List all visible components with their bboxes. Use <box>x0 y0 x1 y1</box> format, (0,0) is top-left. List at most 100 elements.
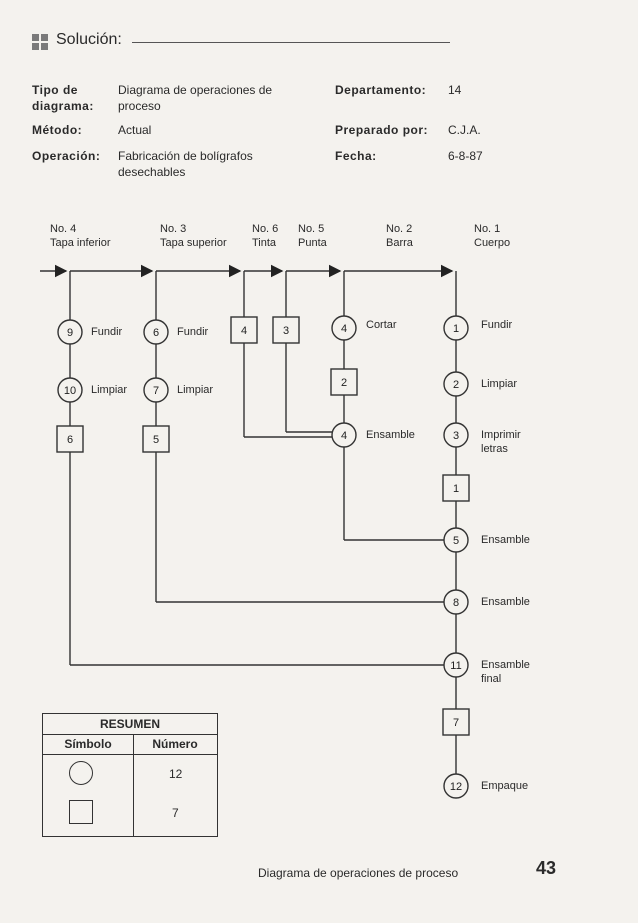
inspection-square <box>272 316 300 344</box>
op-label-ensamble: Ensamble <box>366 429 415 441</box>
departamento-value: 14 <box>448 83 462 97</box>
column-name: Barra <box>386 237 413 249</box>
op-label-line: final <box>481 673 502 685</box>
fecha-label: Fecha: <box>335 149 377 163</box>
inspection-square <box>56 425 84 453</box>
column-name: Tapa superior <box>160 237 227 249</box>
operation-number: 6 <box>153 327 159 339</box>
operation-circle <box>443 652 469 678</box>
preparado-value: C.J.A. <box>448 123 481 137</box>
inspection-number: 3 <box>283 325 289 337</box>
operation-number: 7 <box>153 385 159 397</box>
summary-col-number: Número <box>152 737 198 751</box>
op-label-limpiar: Limpiar <box>177 384 214 396</box>
operation-number: 1 <box>453 323 459 335</box>
column-name: Tapa inferior <box>50 237 111 249</box>
summary-title: RESUMEN <box>43 714 217 735</box>
operation-number: 3 <box>453 430 459 442</box>
op-label-ensamble-final: Ensamble final <box>481 658 530 686</box>
operation-number: 8 <box>453 597 459 609</box>
inspection-square <box>230 316 258 344</box>
op-label-limpiar: Limpiar <box>91 384 128 396</box>
column-heading-tinta: No. 6 Tinta <box>252 222 278 250</box>
inspection-number: 4 <box>241 325 247 337</box>
departamento-label: Departamento: <box>335 83 427 97</box>
column-number: No. 3 <box>160 223 187 235</box>
op-label-line: Ensamble <box>481 659 530 671</box>
metodo-value: Actual <box>118 123 152 137</box>
operation-circle <box>443 371 469 397</box>
preparado-label: Preparado por: <box>335 123 429 137</box>
fecha-value: 6-8-87 <box>448 149 483 163</box>
column-name: Tinta <box>252 237 277 249</box>
op-label-fundir: Fundir <box>177 326 209 338</box>
operation-number: 4 <box>341 430 347 442</box>
inspection-square <box>442 708 470 736</box>
square-count: 7 <box>172 806 179 820</box>
op-label-line: letras <box>481 443 508 455</box>
page-number: 43 <box>536 858 557 878</box>
column-name: Punta <box>298 237 327 249</box>
operacion-label: Operación: <box>32 149 101 163</box>
column-name: Cuerpo <box>474 237 511 249</box>
solution-grid-icon <box>32 34 48 50</box>
operation-number: 5 <box>453 535 459 547</box>
column-number: No. 2 <box>386 223 413 235</box>
operation-circle <box>143 377 169 403</box>
operation-circle <box>443 527 469 553</box>
inspection-number: 7 <box>453 717 459 729</box>
operation-number: 9 <box>67 327 73 339</box>
inspection-square <box>330 368 358 396</box>
op-label-limpiar: Limpiar <box>481 378 518 390</box>
operation-circle <box>443 422 469 448</box>
operation-circle <box>143 319 169 345</box>
column-heading-punta: No. 5 Punta <box>298 222 327 250</box>
op-label-fundir: Fundir <box>481 319 513 331</box>
inspection-number: 1 <box>453 483 459 495</box>
footer-caption: Diagrama de operaciones de proceso <box>258 866 459 880</box>
column-number: No. 1 <box>474 223 501 235</box>
operation-circle <box>331 315 357 341</box>
summary-table: RESUMEN Símbolo Número 12 7 <box>42 713 218 837</box>
op-label-cortar: Cortar <box>366 319 397 331</box>
column-heading-barra: No. 2 Barra <box>386 222 413 250</box>
inspection-number: 2 <box>341 377 347 389</box>
inspection-square <box>142 425 170 453</box>
op-label-empaque: Empaque <box>481 780 529 792</box>
op-label-fundir: Fundir <box>91 326 123 338</box>
op-label-imprimir-letras: Imprimir letras <box>481 428 521 456</box>
column-heading-cuerpo: No. 1 Cuerpo <box>474 222 510 250</box>
metodo-label: Método: <box>32 123 83 137</box>
circle-count: 12 <box>169 767 183 781</box>
operation-symbol-icon <box>69 761 93 785</box>
operation-number: 2 <box>453 379 459 391</box>
title-underline <box>132 42 450 43</box>
inspection-number: 5 <box>153 434 159 446</box>
column-number: No. 6 <box>252 223 279 235</box>
operation-circle <box>443 315 469 341</box>
summary-divider <box>133 734 134 836</box>
op-label-ensamble: Ensamble <box>481 534 530 546</box>
operacion-value: Fabricación de bolígrafos desechables <box>118 149 253 179</box>
op-label-line: Imprimir <box>481 429 521 441</box>
solution-title: Solución: <box>56 31 122 48</box>
operation-circle <box>331 422 357 448</box>
column-number: No. 5 <box>298 223 325 235</box>
operation-number: 11 <box>450 660 461 672</box>
operation-circle <box>57 319 83 345</box>
op-label-ensamble: Ensamble <box>481 596 530 608</box>
summary-col-symbol: Símbolo <box>64 737 112 751</box>
operation-number: 10 <box>64 385 76 397</box>
inspection-number: 6 <box>67 434 73 446</box>
tipo-value: Diagrama de operaciones de proceso <box>118 83 273 113</box>
column-heading-tapa-superior: No. 3 Tapa superior <box>160 222 227 250</box>
inspection-symbol-icon <box>69 800 93 824</box>
operation-number: 4 <box>341 323 347 335</box>
operation-circle <box>57 377 83 403</box>
column-heading-tapa-inferior: No. 4 Tapa inferior <box>50 222 111 250</box>
summary-header-row: Símbolo Número <box>43 734 217 755</box>
operation-number: 12 <box>450 781 462 793</box>
tipo-label: Tipo de diagrama: <box>32 83 94 113</box>
operation-circle <box>443 589 469 615</box>
